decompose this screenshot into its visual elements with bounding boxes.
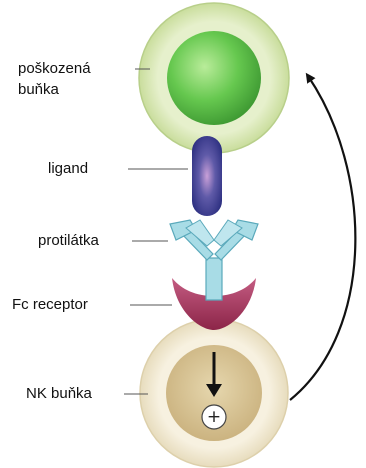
ligand-label: ligand [48, 158, 88, 179]
fc-receptor-label: Fc receptor [12, 294, 88, 315]
damaged-cell-label-line2: buňka [18, 79, 91, 100]
damaged-cell-label-line1: poškozená [18, 58, 91, 79]
damaged-cell-nucleus [167, 31, 261, 125]
feedback-arrow [290, 76, 355, 400]
damaged-cell-label: poškozená buňka [18, 58, 91, 100]
plus-sign: + [203, 406, 225, 428]
nk-cell [140, 319, 288, 467]
ligand-shape [192, 136, 222, 216]
damaged-cell [139, 3, 289, 153]
nk-cell-label: NK buňka [26, 383, 92, 404]
antibody-label: protilátka [38, 230, 99, 251]
